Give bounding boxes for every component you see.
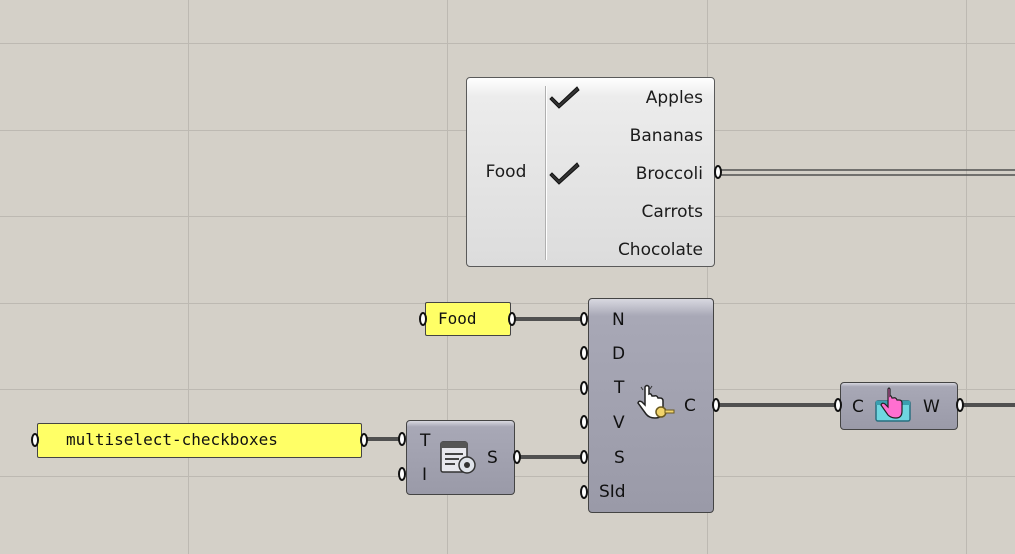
input-label-sid: SId — [599, 482, 626, 502]
panel-food-text: Food — [438, 309, 477, 328]
output-label-s: S — [487, 448, 498, 468]
input-label-i: I — [422, 465, 428, 485]
input-label-t: T — [420, 431, 431, 451]
panel-multiselect-text: multiselect-checkboxes — [66, 430, 278, 449]
output-label-w: W — [923, 397, 940, 417]
grid-line — [0, 43, 1015, 44]
grid-line — [966, 0, 967, 554]
value-list-output-grip[interactable] — [714, 165, 722, 179]
value-list-item-chocolate[interactable]: Chocolate — [547, 234, 709, 264]
checklist-input-grip-s[interactable] — [580, 450, 588, 464]
checklist-input-grip-sid[interactable] — [580, 485, 588, 499]
window-input-grip-c[interactable] — [834, 398, 842, 412]
checkmark-icon — [549, 86, 580, 109]
checklist-input-grip-t[interactable] — [580, 381, 588, 395]
value-list-item-label: Broccoli — [635, 164, 703, 184]
template-input-grip-i[interactable] — [398, 467, 406, 481]
panel-food-input-grip[interactable] — [419, 312, 427, 326]
window-component[interactable]: C W — [840, 382, 958, 430]
panel-food-output-grip[interactable] — [508, 312, 516, 326]
value-list-item-apples[interactable]: Apples — [547, 82, 709, 112]
value-list-item-broccoli[interactable]: Broccoli — [547, 158, 709, 188]
checklist-input-grip-n[interactable] — [580, 312, 588, 326]
value-list-item-bananas[interactable]: Bananas — [547, 120, 709, 150]
panel-multiselect-output-grip[interactable] — [360, 433, 368, 447]
template-gear-icon — [440, 441, 476, 474]
checklist-output-grip-c[interactable] — [712, 398, 720, 412]
input-label-t: T — [614, 378, 625, 398]
pointer-hand-key-icon — [637, 384, 675, 419]
template-output-grip-s[interactable] — [513, 450, 521, 464]
value-list-item-carrots[interactable]: Carrots — [547, 196, 709, 226]
template-input-grip-t[interactable] — [398, 432, 406, 446]
input-label-s: S — [614, 448, 625, 468]
checkmark-icon — [549, 162, 580, 185]
grid-line — [188, 0, 189, 554]
value-list-item-label: Apples — [645, 88, 703, 108]
template-component[interactable]: T I S — [406, 420, 515, 495]
checklist-component[interactable]: N D T V S SId C — [588, 298, 714, 513]
input-label-c: C — [852, 397, 864, 417]
value-list-separator — [545, 86, 546, 260]
value-list-item-label: Bananas — [629, 126, 703, 146]
grid-line — [707, 0, 708, 554]
output-label-c: C — [684, 396, 696, 416]
checklist-input-grip-d[interactable] — [580, 346, 588, 360]
checklist-input-grip-v[interactable] — [580, 415, 588, 429]
input-label-v: V — [613, 413, 625, 433]
window-output-grip-w[interactable] — [956, 398, 964, 412]
input-label-d: D — [612, 344, 626, 364]
value-list-component[interactable]: Food Apples Bananas Broccoli Carrots Cho… — [466, 77, 715, 267]
window-hand-icon — [875, 387, 911, 422]
panel-food[interactable]: Food — [425, 302, 511, 336]
panel-multiselect[interactable]: multiselect-checkboxes — [37, 423, 362, 458]
value-list-item-label: Carrots — [641, 202, 703, 222]
input-label-n: N — [612, 310, 625, 330]
grid-line — [0, 389, 1015, 390]
value-list-item-label: Chocolate — [617, 240, 703, 260]
value-list-name: Food — [485, 162, 527, 182]
grid-line — [447, 0, 448, 554]
panel-multiselect-input-grip[interactable] — [31, 433, 39, 447]
